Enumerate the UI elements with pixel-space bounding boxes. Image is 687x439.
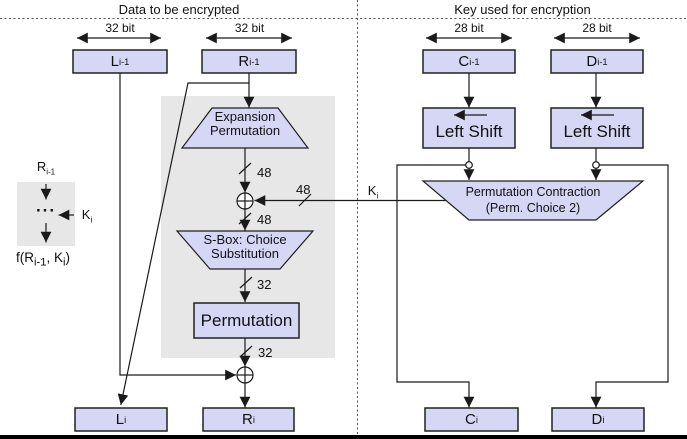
bus-label-32-sbox: 32	[257, 277, 272, 292]
bus-width-tick	[238, 162, 252, 175]
bus-width-tick	[239, 345, 253, 358]
branch-dot-icon	[592, 161, 600, 169]
register-sub: i	[475, 414, 478, 425]
bus-width-tick	[298, 193, 312, 207]
register-base: L	[115, 411, 125, 428]
register-box-rnext	[202, 407, 295, 432]
legend-key-label: Ki	[76, 207, 98, 225]
width-label-lprev: 32 bit	[105, 21, 135, 35]
expansion-permutation-label: Expansion Permutation	[182, 110, 308, 138]
register-sub: i-1	[469, 56, 480, 67]
register-sub: i	[252, 414, 255, 425]
xor-icon	[236, 366, 254, 384]
register-base: D	[586, 53, 598, 70]
permutation-label: Permutation	[200, 310, 293, 330]
wire-feedback-to-dnext	[590, 164, 669, 408]
legend-dots: ···	[36, 201, 56, 220]
sbox-label: S-Box: Choice Substitution	[177, 233, 313, 261]
register-box-rprev	[201, 49, 297, 74]
sbox-shape	[175, 230, 315, 270]
bus-label-32-perm: 32	[258, 345, 273, 360]
legend-input-base: R	[36, 159, 47, 174]
bottom-edge-bar	[0, 435, 687, 439]
wire-rprev-to-lnext	[117, 82, 249, 406]
formula-part: , K	[46, 250, 64, 265]
bus-width-tick	[239, 276, 253, 289]
legend-input-sub: i-1	[46, 167, 56, 177]
width-label-cprev: 28 bit	[454, 21, 484, 35]
bus-label-48-expansion: 48	[257, 165, 272, 180]
sbox-line2: Substitution	[211, 246, 279, 261]
perm-contraction-shape	[421, 180, 645, 221]
register-box-lnext	[74, 407, 168, 432]
register-sub: i	[124, 414, 127, 425]
left-shift-c-box	[422, 107, 516, 149]
subkey-label: Ki	[362, 183, 384, 201]
branch-dot-icon	[465, 161, 473, 169]
subkey-sub: i	[376, 191, 379, 201]
bus-label-48-xor: 48	[257, 212, 272, 227]
wire-lprev-to-xor2	[119, 73, 236, 381]
left-shift-d-label: Left Shift	[563, 122, 631, 141]
register-sub: i-1	[249, 56, 260, 67]
expansion-line2: Permutation	[209, 123, 281, 138]
legend-key-base: K	[81, 207, 91, 222]
register-sub: i-1	[597, 56, 608, 67]
register-box-cprev	[422, 49, 516, 74]
sbox-line1: S-Box: Choice	[203, 232, 287, 247]
wire-feedback-to-cnext	[396, 164, 475, 408]
formula-sub: i	[63, 256, 66, 269]
subkey-base: K	[367, 183, 377, 198]
register-base: L	[110, 53, 119, 70]
perm-contraction-label: Permutation Contraction (Perm. Choice 2)	[423, 184, 643, 216]
register-base: R	[238, 53, 250, 70]
left-shift-c-label: Left Shift	[435, 122, 503, 141]
permutation-box	[193, 302, 300, 339]
register-base: D	[591, 411, 603, 428]
bus-label-48-key: 48	[296, 182, 311, 197]
expansion-permutation-shape	[180, 107, 310, 149]
expansion-line1: Expansion	[214, 109, 276, 124]
formula-sub: i-1	[33, 256, 47, 269]
section-title-key: Key used for encryption	[454, 2, 591, 17]
perm-contraction-line2: (Perm. Choice 2)	[485, 201, 581, 215]
legend-key-sub: i	[90, 215, 93, 225]
register-box-dnext	[551, 407, 645, 432]
register-box-dprev	[550, 49, 644, 74]
width-label-dprev: 28 bit	[582, 21, 612, 35]
section-title-data: Data to be encrypted	[118, 2, 240, 17]
legend-output-formula: f(Ri-1, Ki)	[2, 250, 84, 269]
width-label-rprev: 32 bit	[234, 21, 265, 35]
legend-input-label: Ri-1	[28, 159, 64, 177]
register-box-lprev	[72, 49, 168, 74]
register-base: C	[458, 53, 470, 70]
formula-part: )	[65, 250, 71, 265]
register-sub: i	[602, 414, 605, 425]
register-base: C	[465, 411, 476, 428]
register-base: R	[242, 411, 253, 428]
register-box-cnext	[424, 407, 519, 432]
xor-icon	[236, 192, 254, 210]
register-sub: i-1	[119, 56, 130, 67]
perm-contraction-line1: Permutation Contraction	[465, 185, 601, 199]
formula-part: f(R	[15, 250, 34, 265]
bus-width-tick	[238, 212, 252, 225]
